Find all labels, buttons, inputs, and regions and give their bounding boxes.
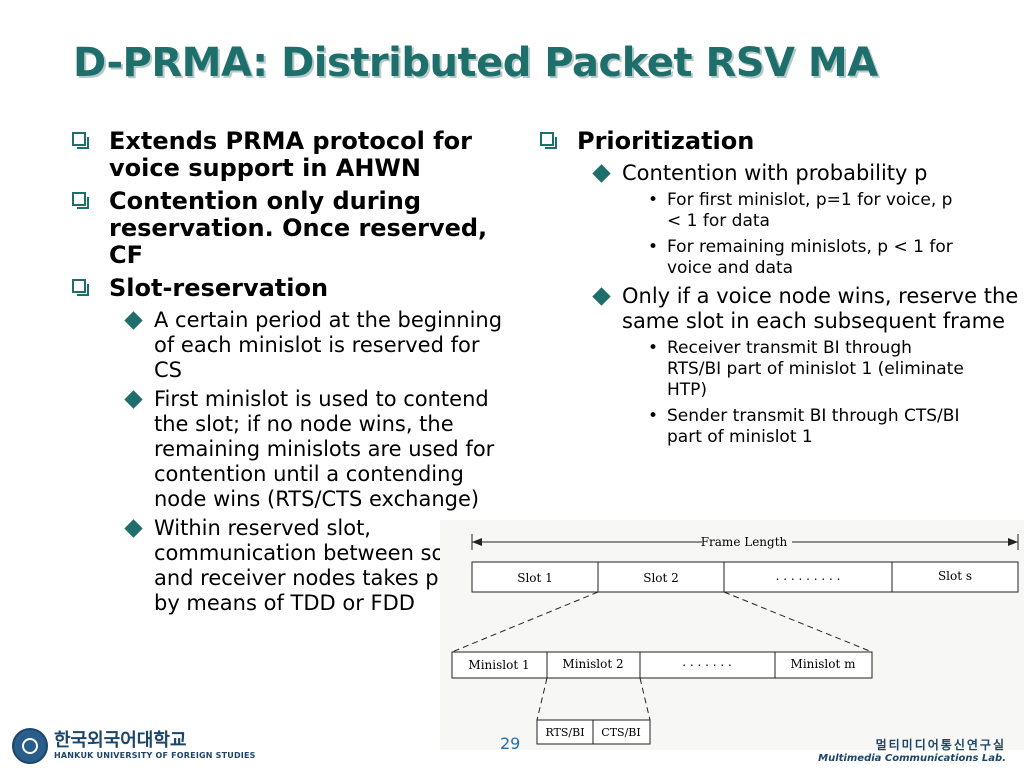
bullet-item: Extends PRMA protocol for voice support … (72, 128, 512, 182)
sub-bullet-text: First minislot is used to contend the sl… (154, 387, 495, 511)
expansion-line-right-2 (639, 677, 651, 721)
sub-bullet-item: A certain period at the beginning of eac… (72, 308, 504, 383)
dot-bullet-icon: • (648, 406, 659, 426)
sub-bullet-text: Within reserved slot, communication betw… (154, 516, 491, 615)
dot-bullet-icon: • (648, 338, 659, 358)
minislot-row (451, 651, 873, 679)
sub-bullet-text: Only if a voice node wins, reserve the s… (622, 284, 1019, 333)
rts-bi-label: RTS/BI (545, 726, 584, 739)
bullet-item: Slot-reservation (72, 275, 512, 302)
slot-2-label: Slot 2 (643, 571, 679, 585)
bullet-text: Slot-reservation (109, 274, 329, 302)
frame-diagram-svg: Frame Length Slot 1 Slot 2 . . . . . . .… (451, 534, 1019, 745)
sub-sub-bullet-text: Sender transmit BI through CTS/BI part o… (667, 406, 960, 447)
sub-sub-bullet-text: For remaining minislots, p < 1 for voice… (667, 237, 953, 278)
dot-bullet-icon: • (648, 190, 659, 210)
slot-1-label: Slot 1 (517, 571, 553, 585)
diamond-bullet-icon (124, 311, 143, 330)
slot-s-label: Slot s (938, 569, 972, 583)
slot-ellipsis: . . . . . . . . . (776, 569, 841, 583)
page-number: 29 (500, 734, 521, 753)
checkbox-bullet-icon (72, 192, 89, 209)
diamond-bullet-icon (592, 287, 611, 306)
sub-sub-bullet-item: • For remaining minislots, p < 1 for voi… (540, 237, 957, 279)
expansion-line-left (451, 591, 599, 653)
university-logo: 한국외국어대학교 HANKUK UNIVERSITY OF FOREIGN ST… (12, 728, 256, 764)
sub-bullet-item: First minislot is used to contend the sl… (72, 387, 504, 512)
frame-length-label: Frame Length (701, 535, 788, 549)
sub-bullet-item: Within reserved slot, communication betw… (72, 516, 494, 616)
arrow-left-icon (472, 538, 482, 546)
university-name-korean: 한국외국어대학교 (54, 730, 187, 751)
sub-bullet-item: Contention with probability p (540, 161, 980, 186)
diamond-bullet-icon (124, 519, 143, 538)
sub-bullet-item: Only if a voice node wins, reserve the s… (540, 284, 1024, 334)
lab-name-english: Multimedia Communications Lab. (818, 753, 1006, 764)
cts-bi-label: CTS/BI (601, 726, 640, 739)
bullet-item: Contention only during reservation. Once… (72, 188, 512, 269)
bullet-text: Extends PRMA protocol for voice support … (109, 127, 472, 182)
lab-name-korean: 멀티미디어통신연구실 (875, 738, 1006, 752)
expansion-line-right (723, 591, 873, 653)
bullet-text: Prioritization (577, 127, 755, 155)
arrow-right-icon (1008, 538, 1018, 546)
checkbox-bullet-icon (72, 279, 89, 296)
university-name: 한국외국어대학교 HANKUK UNIVERSITY OF FOREIGN ST… (54, 732, 256, 760)
sub-sub-bullet-item: • Receiver transmit BI through RTS/BI pa… (540, 338, 967, 401)
bullet-text: Contention only during reservation. Once… (109, 187, 488, 269)
lab-name: 멀티미디어통신연구실 Multimedia Communications Lab… (818, 736, 1006, 764)
checkbox-bullet-icon (540, 132, 557, 149)
diamond-bullet-icon (124, 390, 143, 409)
checkbox-bullet-icon (72, 132, 89, 149)
sub-sub-bullet-text: Receiver transmit BI through RTS/BI part… (667, 338, 964, 400)
diamond-bullet-icon (592, 164, 611, 183)
university-seal-icon (12, 728, 48, 764)
left-column: Extends PRMA protocol for voice support … (72, 128, 512, 620)
minislot-2-label: Minislot 2 (562, 657, 623, 671)
slide-title: D-PRMA: Distributed Packet RSV MA (73, 40, 878, 86)
slot-row (471, 561, 1019, 593)
sub-bullet-text: Contention with probability p (622, 161, 928, 185)
minislot-m-label: Minislot m (791, 657, 857, 671)
university-name-english: HANKUK UNIVERSITY OF FOREIGN STUDIES (54, 751, 256, 760)
sub-sub-bullet-text: For first minislot, p=1 for voice, p < 1… (667, 190, 953, 231)
bullet-item: Prioritization (540, 128, 980, 155)
right-column: Prioritization Contention with probabili… (540, 128, 1018, 453)
sub-sub-bullet-item: • For first minislot, p=1 for voice, p <… (540, 190, 957, 232)
minislot-ellipsis: . . . . . . . (682, 655, 732, 669)
sub-sub-bullet-item: • Sender transmit BI through CTS/BI part… (540, 406, 967, 448)
frame-structure-diagram: Frame Length Slot 1 Slot 2 . . . . . . .… (440, 520, 1024, 750)
expansion-line-left-2 (536, 677, 548, 721)
minislot-1-label: Minislot 1 (468, 658, 529, 672)
dot-bullet-icon: • (648, 237, 659, 257)
sub-bullet-text: A certain period at the beginning of eac… (154, 308, 503, 382)
